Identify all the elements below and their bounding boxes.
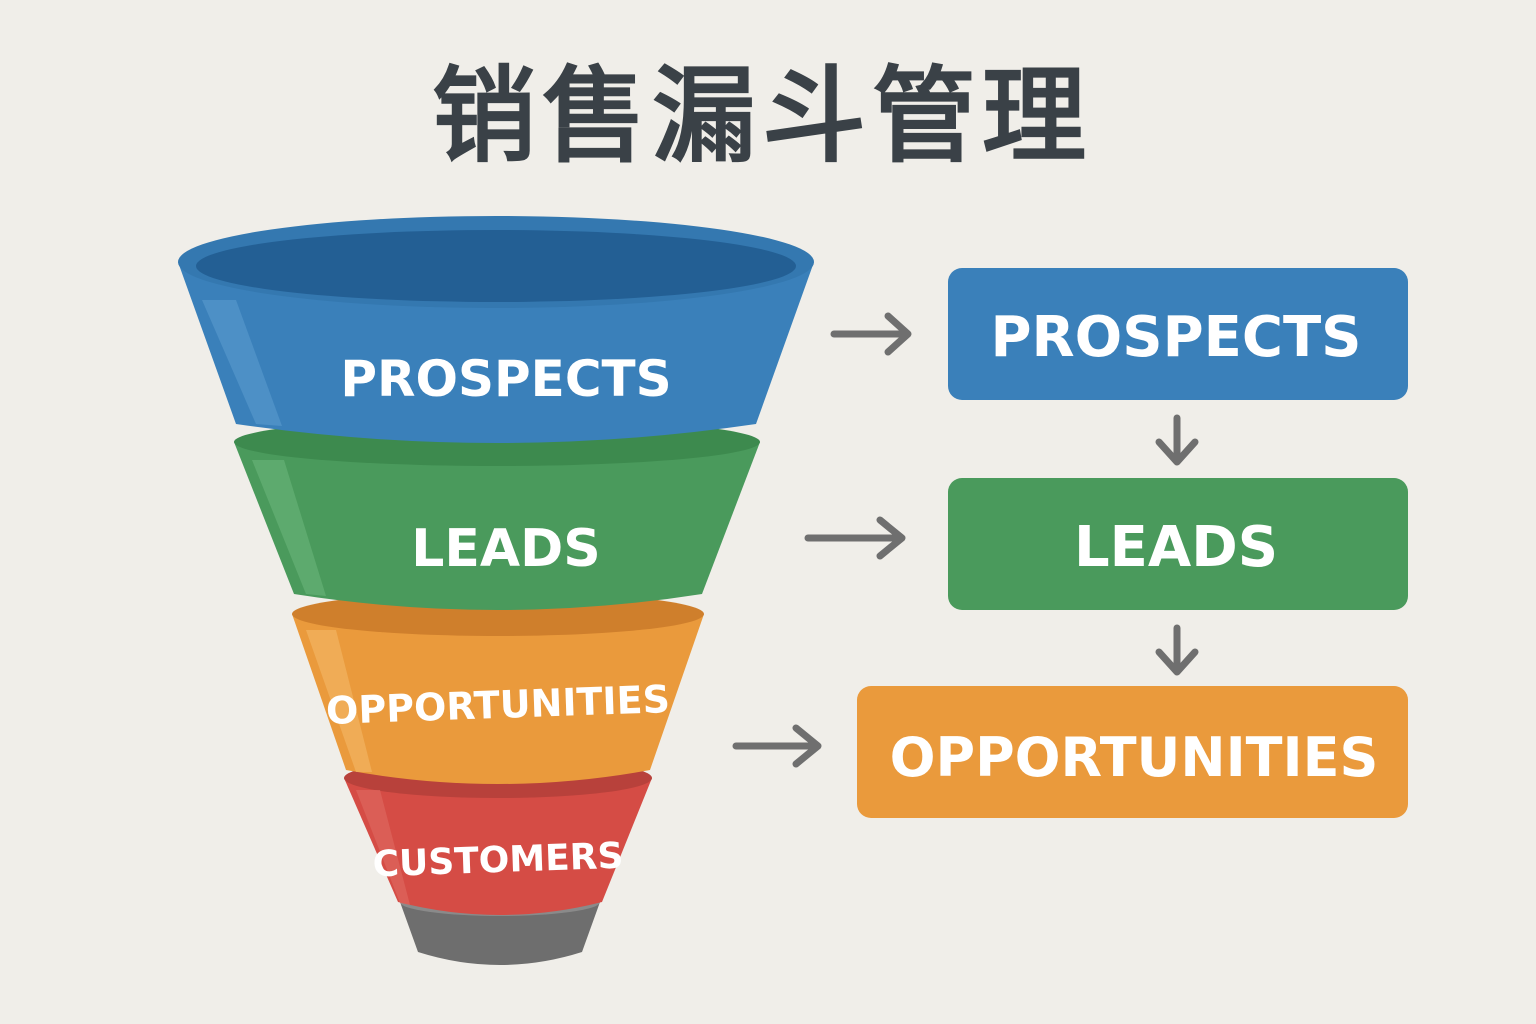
flow-box-label-opportunities: OPPORTUNITIES (890, 726, 1379, 789)
flow-box-prospects: PROSPECTS (948, 268, 1408, 400)
arrow-down-leads-to-opportunities (1155, 624, 1199, 676)
arrow-to-opportunities-box (732, 724, 822, 768)
flow-box-label-leads: LEADS (1074, 515, 1278, 580)
arrow-down-prospects-to-leads (1155, 414, 1199, 466)
flow-box-opportunities: OPPORTUNITIES (857, 686, 1408, 818)
funnel-stage-opportunities: OPPORTUNITIES (292, 592, 704, 784)
flow-box-leads: LEADS (948, 478, 1408, 610)
funnel-stage-leads: LEADS (234, 418, 760, 610)
arrow-to-prospects-box (830, 312, 912, 356)
funnel-label-prospects: PROSPECTS (340, 350, 671, 408)
page-title: 销售漏斗管理 (432, 55, 1092, 177)
funnel-label-customers: CUSTOMERS (372, 836, 624, 886)
flow-box-label-prospects: PROSPECTS (990, 305, 1361, 370)
funnel-label-leads: LEADS (411, 519, 601, 579)
arrow-to-leads-box (804, 516, 906, 560)
funnel-stage-prospects: PROSPECTS (178, 216, 814, 443)
